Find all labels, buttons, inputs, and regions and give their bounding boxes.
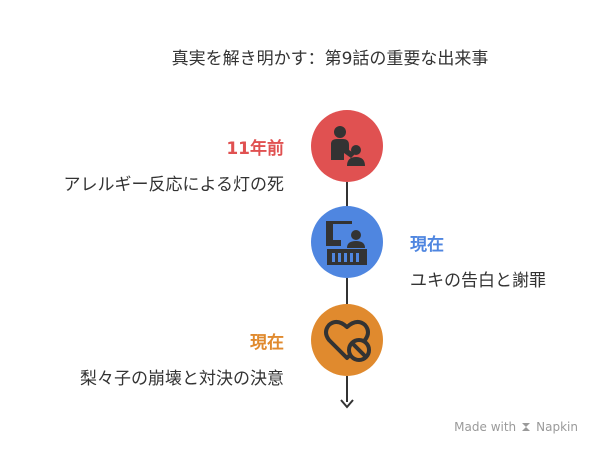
napkin-logo-icon: [522, 423, 531, 431]
made-with-text: Made with: [454, 420, 517, 434]
event-1-circle: [311, 110, 383, 182]
event-3-description: 梨々子の崩壊と対決の決意: [80, 369, 284, 389]
event-3-circle: [311, 304, 383, 376]
timeline-connector: [346, 376, 348, 402]
diagram-title: 真実を解き明かす：第9話の重要な出来事: [171, 49, 489, 69]
event-2-circle: [311, 206, 383, 278]
made-with-napkin-footer: Made with Napkin: [454, 420, 578, 434]
broken-heart-icon: [324, 320, 371, 362]
event-2-description: ユキの告白と謝罪: [410, 271, 546, 291]
person-with-child-icon: [331, 126, 365, 166]
timeline-connector: [346, 182, 348, 208]
timeline-arrow-icon: [340, 399, 354, 409]
napkin-brand-text: Napkin: [536, 420, 578, 434]
event-2-label: 現在: [410, 235, 444, 255]
confession-podium-icon: [326, 221, 367, 265]
event-1-description: アレルギー反応による灯の死: [63, 175, 285, 195]
event-1-label: 11年前: [226, 139, 284, 159]
timeline-connector: [346, 278, 348, 304]
event-3-label: 現在: [250, 333, 284, 353]
